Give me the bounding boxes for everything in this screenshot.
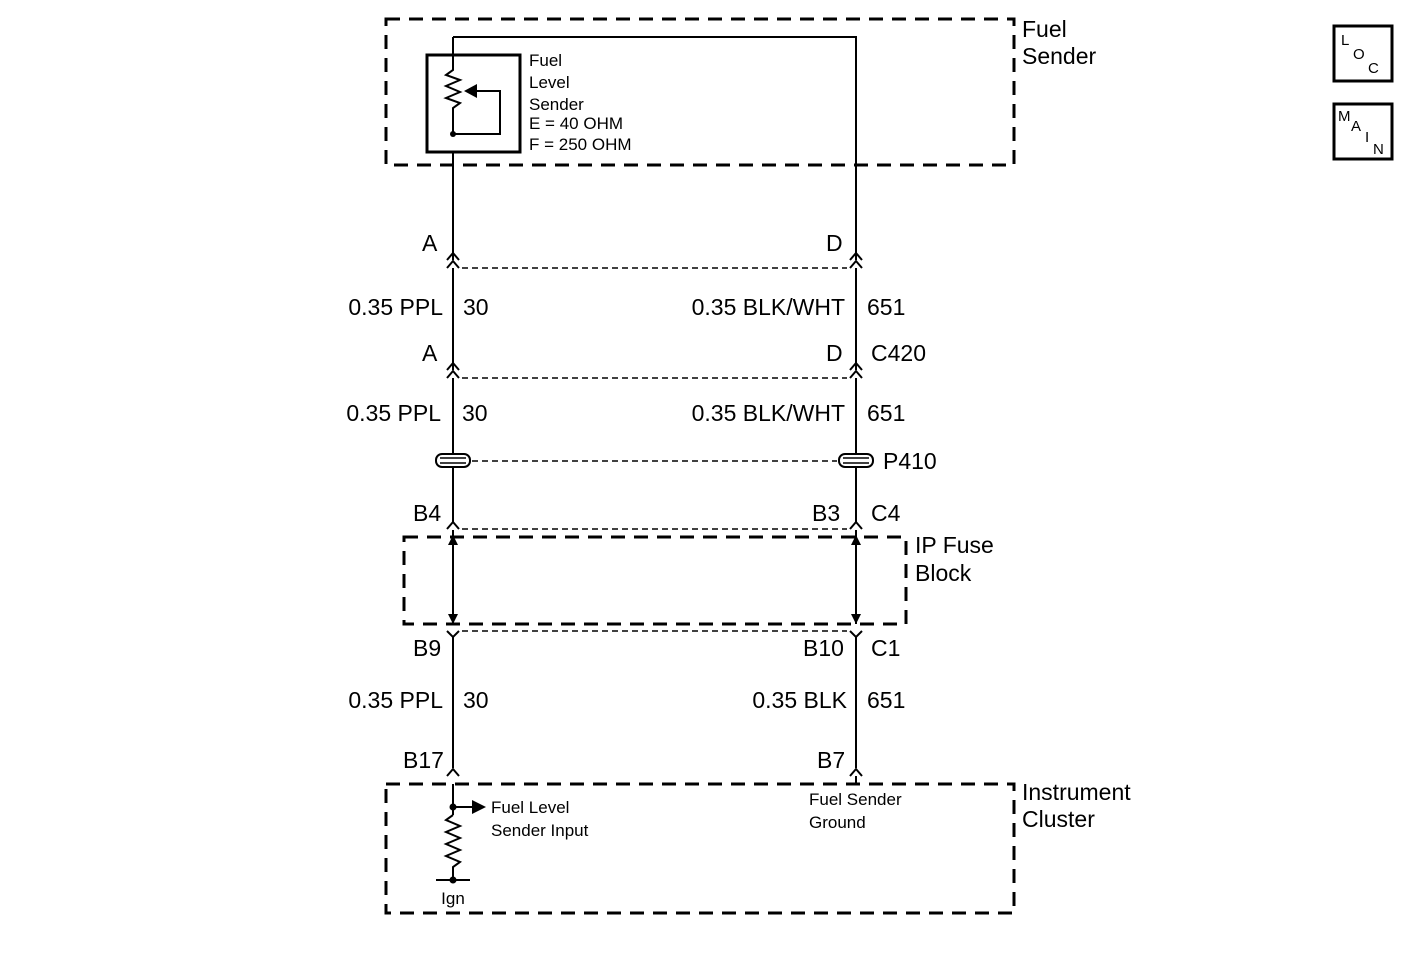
instrument-cluster-outline — [384, 782, 1016, 915]
fuel-level-sender-label: Level — [529, 73, 570, 92]
main-letter: I — [1365, 129, 1369, 146]
fuel-sender-title: Fuel — [1022, 16, 1067, 42]
pin-label: B3 — [812, 500, 840, 526]
fuel-sender-ground-label: Fuel Sender — [809, 790, 902, 809]
ignition-label: Ign — [441, 889, 465, 908]
circuit-number: 30 — [463, 294, 489, 320]
circuit-number: 651 — [867, 400, 905, 426]
fuel-level-sender-label: Sender — [529, 95, 584, 114]
fuel-level-sender-label: Fuel — [529, 51, 562, 70]
loc-button[interactable]: L O C — [1332, 24, 1394, 83]
wire-color-label: 0.35 PPL — [346, 400, 441, 426]
wire-color-label: 0.35 BLK — [752, 687, 847, 713]
loc-letter: L — [1341, 32, 1349, 49]
c4-connector — [446, 520, 863, 530]
main-letter: N — [1373, 141, 1384, 158]
fuel-level-sender-input-label: Fuel Level — [491, 798, 569, 817]
sender-spec-full: F = 250 OHM — [529, 135, 632, 154]
main-letter: M — [1338, 108, 1351, 125]
wire-color-label: 0.35 PPL — [348, 687, 443, 713]
circuit-number: 651 — [867, 687, 905, 713]
wire-651-top — [453, 36, 857, 260]
connector-label: P410 — [883, 448, 937, 474]
sender-spec-empty: E = 40 OHM — [529, 114, 623, 133]
ip-fuse-block-title: IP Fuse — [915, 532, 994, 558]
connector-label: C420 — [871, 340, 926, 366]
pin-label: B10 — [803, 635, 844, 661]
fuel-sender-outline — [384, 17, 1016, 167]
instrument-cluster-title: Instrument — [1022, 779, 1131, 805]
double-arrow-icon — [448, 535, 861, 624]
sender-connector — [446, 251, 863, 269]
cluster-connector — [446, 767, 863, 777]
fuel-sender-ground-label: Ground — [809, 813, 866, 832]
pin-label: B7 — [817, 747, 845, 773]
circuit-number: 30 — [462, 400, 488, 426]
pin-label: B17 — [403, 747, 444, 773]
main-letter: A — [1351, 118, 1361, 135]
loc-letter: C — [1368, 60, 1379, 77]
fuel-sender-title: Sender — [1022, 43, 1097, 69]
loc-letter: O — [1353, 46, 1365, 63]
wire-color-label: 0.35 BLK/WHT — [692, 400, 845, 426]
pin-label: A — [422, 230, 438, 256]
connector-label: C1 — [871, 635, 900, 661]
wire-color-label: 0.35 PPL — [348, 294, 443, 320]
pin-label: D — [826, 230, 843, 256]
pullup-resistor-icon — [436, 784, 486, 884]
variable-resistor-icon — [443, 37, 501, 137]
instrument-cluster-title: Cluster — [1022, 806, 1095, 832]
pin-label: A — [422, 340, 438, 366]
pin-label: B4 — [413, 500, 441, 526]
ip-fuse-block-title: Block — [915, 560, 972, 586]
main-button[interactable]: M A I N — [1332, 102, 1394, 161]
p410-passthrough-icon — [435, 453, 874, 468]
c420-connector — [446, 361, 863, 379]
pin-label: D — [826, 340, 843, 366]
connector-label: C4 — [871, 500, 901, 526]
ip-fuse-block-outline — [402, 535, 908, 626]
c1-connector — [446, 630, 863, 639]
circuit-number: 30 — [463, 687, 489, 713]
wire-color-label: 0.35 BLK/WHT — [692, 294, 845, 320]
fuel-level-sender-box — [425, 53, 522, 154]
pin-label: B9 — [413, 635, 441, 661]
fuel-level-sender-input-label: Sender Input — [491, 821, 589, 840]
circuit-number: 651 — [867, 294, 905, 320]
